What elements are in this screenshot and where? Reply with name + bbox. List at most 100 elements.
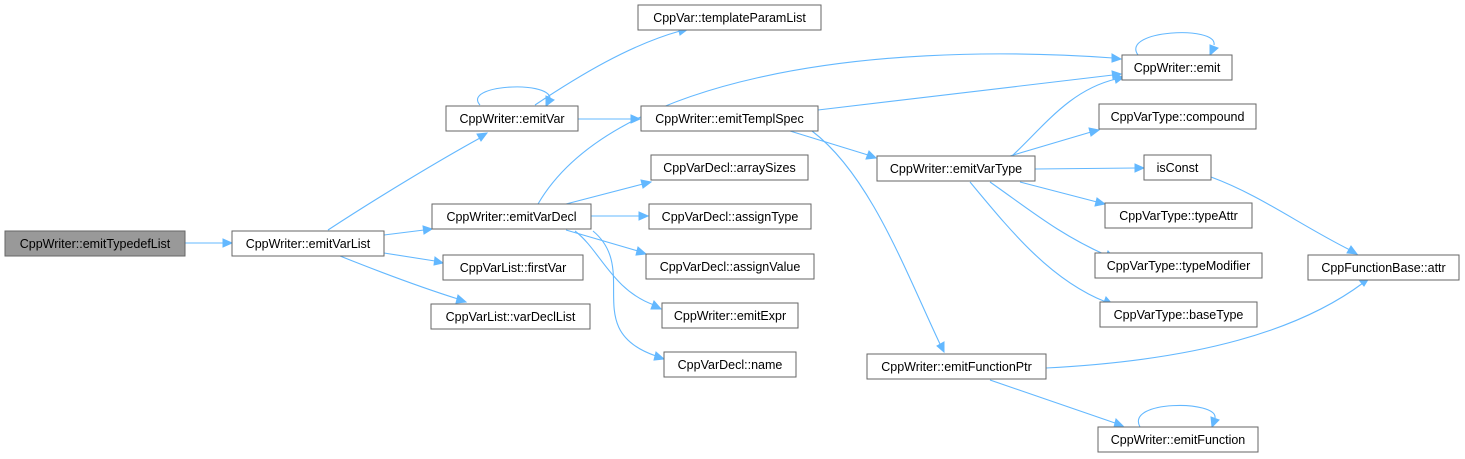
node-label: CppVarType::baseType	[1114, 308, 1244, 322]
arrow-firstvar	[433, 256, 445, 266]
node-label: CppWriter::emitFunctionPtr	[881, 360, 1032, 374]
edge-emitvar-self	[477, 86, 551, 106]
node-label: CppWriter::emit	[1134, 61, 1221, 75]
node-box	[442, 254, 584, 281]
arrow-assigntype	[638, 211, 650, 221]
node-type-modifier[interactable]: CppVarType::typeModifier	[1094, 252, 1263, 279]
node-decl-name[interactable]: CppVarDecl::name	[663, 351, 797, 378]
node-emit-typedef-list[interactable]: CppWriter::emitTypedefList	[4, 230, 186, 257]
arrow-compound	[1088, 127, 1101, 137]
node-base-type[interactable]: CppVarType::baseType	[1099, 301, 1258, 328]
node-emit-var-list[interactable]: CppWriter::emitVarList	[231, 230, 385, 257]
node-box	[1097, 426, 1259, 453]
node-label: CppFunctionBase::attr	[1321, 261, 1445, 275]
node-label: CppVarType::typeModifier	[1107, 259, 1251, 273]
edge-emitvarlist-emitvardecl	[383, 229, 425, 236]
node-emit-function[interactable]: CppWriter::emitFunction	[1097, 426, 1259, 453]
node-label: CppVarList::firstVar	[460, 261, 567, 275]
node-box	[1098, 103, 1257, 130]
node-label: CppVarList::varDeclList	[446, 310, 576, 324]
node-label: CppWriter::emitFunction	[1111, 433, 1246, 447]
edge-emitvarlist-emitvar	[327, 137, 481, 231]
node-template-param-list[interactable]: CppVar::templateParamList	[637, 4, 822, 31]
node-label: CppWriter::emitTypedefList	[20, 237, 171, 251]
arrow-emitfunctionptr	[936, 341, 945, 354]
edge-emittemplspec-emitvartype	[789, 130, 869, 156]
node-attr[interactable]: CppFunctionBase::attr	[1307, 254, 1460, 281]
node-label: CppVarDecl::arraySizes	[663, 161, 795, 175]
edge-emitvar-templateparamlist	[534, 30, 681, 106]
node-label: CppWriter::emitVarDecl	[446, 210, 576, 224]
node-box	[637, 4, 822, 31]
node-box	[1307, 254, 1460, 281]
edge-emitvarlist-firstvar	[383, 252, 436, 262]
node-label: CppVarDecl::assignValue	[660, 260, 801, 274]
node-emit-expr[interactable]: CppWriter::emitExpr	[661, 302, 799, 329]
node-assign-type[interactable]: CppVarDecl::assignType	[648, 203, 812, 230]
arrow-emitvar	[476, 132, 489, 142]
edge-emitvartype-typemodifier	[989, 181, 1109, 257]
edge-emitvartype-isconst	[1034, 167, 1137, 170]
edge-emittemplspec-emit	[817, 74, 1114, 111]
node-emit[interactable]: CppWriter::emit	[1121, 54, 1233, 81]
node-label: CppWriter::emitVar	[459, 112, 564, 126]
edge-emit-self	[1135, 32, 1215, 56]
edge-emittemplspec-emitfunctionptr	[811, 130, 941, 345]
node-box	[650, 154, 809, 181]
arrow-emitfunction	[1113, 418, 1125, 428]
node-label: CppVarDecl::assignType	[662, 210, 799, 224]
node-compound[interactable]: CppVarType::compound	[1098, 103, 1257, 130]
node-label: CppWriter::emitVarType	[890, 162, 1022, 176]
node-first-var[interactable]: CppVarList::firstVar	[442, 254, 584, 281]
node-var-decl-list[interactable]: CppVarList::varDeclList	[430, 303, 591, 330]
edge-emitfunctionptr-attr	[1045, 282, 1364, 369]
node-box	[866, 353, 1047, 380]
edge-emitvartype-emit	[1011, 78, 1117, 157]
node-label: isConst	[1157, 161, 1199, 175]
edge-emitvardecl-name	[592, 230, 657, 357]
node-type-attr[interactable]: CppVarType::typeAttr	[1104, 202, 1253, 229]
node-assign-value[interactable]: CppVarDecl::assignValue	[645, 253, 815, 280]
node-label: CppVarType::compound	[1111, 110, 1245, 124]
node-box	[640, 105, 819, 132]
node-label: CppWriter::emitVarList	[246, 237, 371, 251]
edge-emitvarlist-vardecllist	[339, 255, 459, 300]
node-emit-function-ptr[interactable]: CppWriter::emitFunctionPtr	[866, 353, 1047, 380]
arrow-emitvartype	[865, 150, 878, 160]
node-is-const[interactable]: isConst	[1143, 154, 1212, 181]
arrow-emitfunction-self	[1210, 416, 1220, 429]
node-array-sizes[interactable]: CppVarDecl::arraySizes	[650, 154, 809, 181]
arrow-assignvalue	[635, 246, 648, 256]
edge-emitvardecl-emitexpr	[574, 230, 655, 306]
node-emit-var-decl[interactable]: CppWriter::emitVarDecl	[431, 203, 592, 230]
node-label: CppWriter::emitTemplSpec	[655, 112, 803, 126]
node-emit-var-type[interactable]: CppWriter::emitVarType	[876, 155, 1036, 182]
node-box	[1099, 301, 1258, 328]
arrow-emitexpr	[650, 300, 663, 310]
node-label: CppWriter::emitExpr	[674, 309, 786, 323]
edge-emitvartype-compound	[1009, 131, 1092, 157]
arrow-emit-self	[1209, 44, 1219, 57]
node-label: CppVarDecl::name	[678, 358, 783, 372]
node-box	[1094, 252, 1263, 279]
node-box	[1143, 154, 1212, 181]
node-emit-var[interactable]: CppWriter::emitVar	[445, 105, 579, 132]
edge-emitvardecl-emit	[537, 53, 1114, 205]
edge-emitvartype-typeattr	[1019, 181, 1098, 203]
node-box	[430, 303, 591, 330]
node-box	[876, 155, 1036, 182]
edge-emitvardecl-arraysizes	[565, 183, 644, 205]
arrow-isconst	[1134, 163, 1146, 173]
edge-isconst-attr	[1210, 176, 1351, 251]
node-box	[431, 203, 592, 230]
node-emit-templ-spec[interactable]: CppWriter::emitTemplSpec	[640, 105, 819, 132]
arrow-emitvar-self	[545, 95, 555, 107]
node-box	[648, 203, 812, 230]
arrow-attr-from-isconst	[1346, 245, 1359, 255]
node-box	[231, 230, 385, 257]
arrow-emitvardecl	[422, 225, 434, 235]
arrow-arraysizes	[640, 179, 653, 189]
edge-emitvartype-basetype	[969, 181, 1107, 303]
